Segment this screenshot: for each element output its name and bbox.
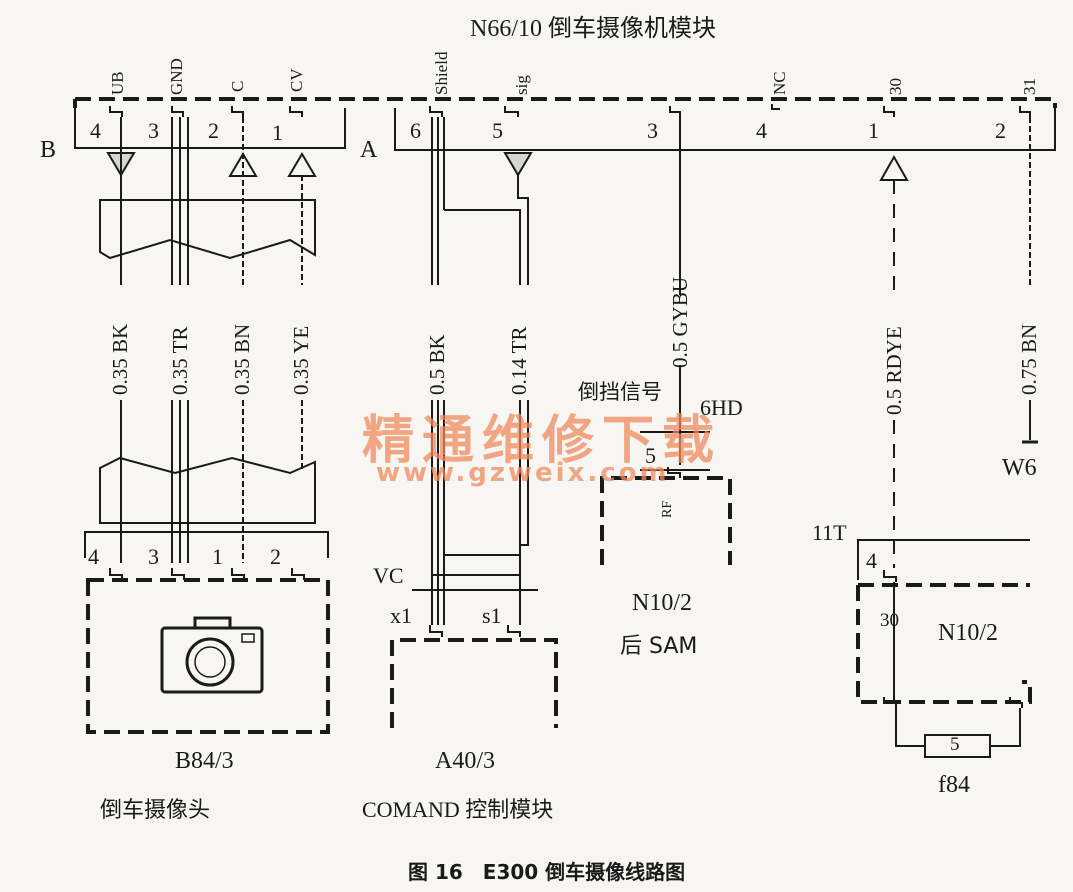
comand-name: COMAND 控制模块 xyxy=(362,797,554,822)
pin-hook xyxy=(504,106,519,117)
camera-dashed-box xyxy=(86,578,330,734)
pin-number: 4 xyxy=(88,544,99,569)
wire-label: 0.35 BN xyxy=(230,323,254,395)
signal-gnd: GND xyxy=(167,58,186,95)
vc-label: VC xyxy=(373,563,404,588)
connector-a-label: A xyxy=(360,137,378,163)
n10-dashed-box xyxy=(856,583,1032,704)
pin-number: 4 xyxy=(866,548,877,573)
pin-number: 6 xyxy=(410,118,421,143)
wire-label: 0.5 BK xyxy=(425,334,449,395)
pin-hook xyxy=(171,568,185,580)
fuse-number: 5 xyxy=(950,734,960,755)
pin-number: 5 xyxy=(492,118,503,143)
wire-label: 0.5 RDYE xyxy=(882,326,906,415)
arrow-down-triangle xyxy=(503,152,533,177)
camera-name: 倒车摄像头 xyxy=(100,798,211,823)
watermark-title: 精通维修下载 xyxy=(362,411,723,471)
comand-dashed-box xyxy=(390,638,558,728)
x1-label: x1 xyxy=(390,603,412,628)
pin-number: 1 xyxy=(272,120,283,145)
connector-6hd-label: 6HD xyxy=(700,395,743,420)
figure-caption: 图 16 E300 倒车摄像线路图 xyxy=(408,860,686,884)
pin-hook xyxy=(289,106,303,117)
signal-cv: CV xyxy=(287,68,306,92)
pin-number: 5 xyxy=(645,443,656,468)
connector-b-outline xyxy=(74,108,346,149)
pin-number: 3 xyxy=(148,544,159,569)
pin-number: 3 xyxy=(148,118,159,143)
ground-w6-label: W6 xyxy=(1002,455,1037,481)
terminal-30-label: 30 xyxy=(880,610,899,631)
rear-sam-name: 后 SAM xyxy=(620,634,698,659)
connector-11t-label: 11T xyxy=(812,520,847,545)
pin-hook xyxy=(231,106,244,117)
pin-hook xyxy=(231,568,245,580)
pin-hook xyxy=(171,106,184,117)
pin-hook xyxy=(507,625,521,637)
pin-number: 1 xyxy=(212,544,223,569)
wire-label: 0.5 GYBU xyxy=(668,276,692,368)
pin-hook xyxy=(1009,697,1023,708)
module-title: N66/10 倒车摄像机模块 xyxy=(470,16,716,42)
pin-number: 2 xyxy=(208,118,219,143)
fuse-code: f84 xyxy=(938,772,970,798)
watermark-url: www.gzweix.com xyxy=(376,458,670,488)
pin-hook xyxy=(429,625,443,637)
fuse-f84 xyxy=(924,734,991,758)
pin-hook xyxy=(669,106,681,117)
camera-icon xyxy=(160,626,264,694)
wire-label: 0.35 BK xyxy=(108,323,132,395)
camera-connector-outline xyxy=(84,531,329,558)
pin-hook xyxy=(291,568,305,580)
pin-number: 2 xyxy=(270,544,281,569)
nc-mark xyxy=(771,104,780,110)
wire-label: 0.75 BN xyxy=(1017,323,1041,395)
arrow-up-triangle xyxy=(287,152,317,177)
n10-code: N10/2 xyxy=(938,620,998,646)
pin-hook xyxy=(883,697,897,708)
camera-code: B84/3 xyxy=(175,748,234,774)
wire-label: 0.35 TR xyxy=(168,326,192,395)
signal-nc: NC xyxy=(770,71,789,95)
signal-30: 30 xyxy=(886,78,905,95)
pin-hook xyxy=(883,106,895,117)
pin-hook xyxy=(1019,106,1031,117)
connector-a-outline xyxy=(394,108,1056,151)
pin-number: 3 xyxy=(647,118,658,143)
pin-hook xyxy=(429,106,443,117)
rear-sam-box xyxy=(600,476,732,565)
module-top-dashed-line xyxy=(75,97,1057,108)
rear-sam-code: N10/2 xyxy=(632,590,692,616)
pin-number: 2 xyxy=(995,118,1006,143)
arrow-up-triangle xyxy=(879,154,909,181)
pin-hook xyxy=(883,570,897,582)
reverse-signal-label: 倒挡信号 xyxy=(578,380,662,404)
signal-31: 31 xyxy=(1020,78,1039,95)
connector-11t-outline xyxy=(857,539,1030,580)
pin-number: 4 xyxy=(90,118,101,143)
s1-label: s1 xyxy=(482,603,502,628)
signal-sig: sig xyxy=(512,75,531,95)
pin-number: 4 xyxy=(756,118,767,143)
pin-hook xyxy=(109,568,123,580)
wire-label: 0.14 TR xyxy=(507,326,531,395)
pin-number: 1 xyxy=(868,118,879,143)
connector-b-label: B xyxy=(40,137,57,163)
signal-shield: Shield xyxy=(432,51,451,95)
pin-hook xyxy=(109,106,123,117)
cable-break-lower xyxy=(99,456,316,524)
rf-label: RF xyxy=(660,500,675,518)
signal-ub: UB xyxy=(108,71,127,95)
signal-c: C xyxy=(228,80,247,92)
cable-break-upper xyxy=(99,199,316,260)
comand-code: A40/3 xyxy=(435,748,495,774)
wire-label: 0.35 YE xyxy=(289,325,313,395)
